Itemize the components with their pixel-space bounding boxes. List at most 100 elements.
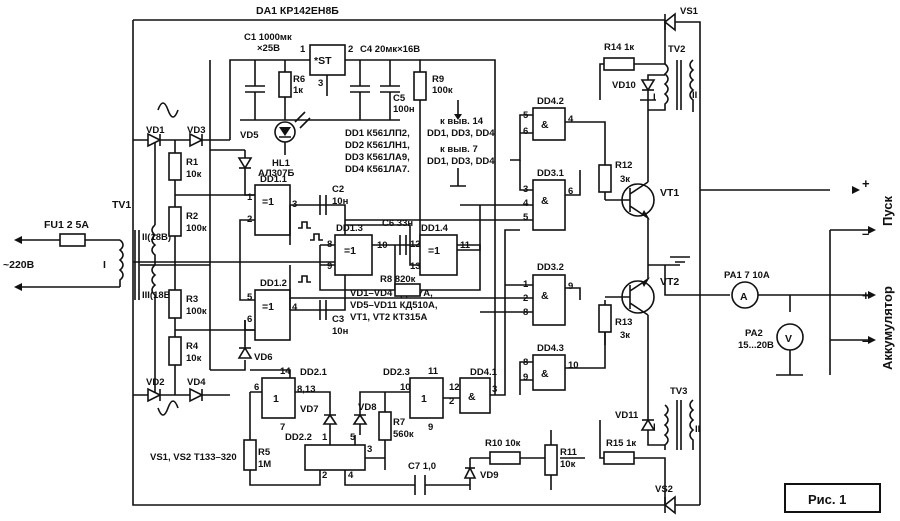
svg-text:10: 10: [400, 382, 411, 393]
vd11-label: VD11: [615, 410, 639, 421]
svg-text:13: 13: [410, 261, 421, 272]
pa2-label: PA2: [745, 328, 763, 339]
notes: DD1 К561ЛП2, DD2 К561ЛН1, DD3 К561ЛА9, D…: [150, 100, 495, 463]
dd31-label: DD3.1: [537, 168, 565, 179]
pulse-dd11: [298, 221, 311, 229]
power-supply: *ST 1 2 3 DA1 КР142ЕН8Б C1 1000мк ×25В R…: [209, 5, 496, 395]
vd5-label: VD5: [240, 130, 259, 141]
r7-label: R7: [393, 417, 405, 428]
dd12-gate: [254, 289, 291, 341]
vd1-label: VD1: [146, 125, 165, 136]
vd7-label: VD7: [300, 404, 318, 415]
da1-pin2: 2: [348, 44, 353, 55]
r4-label: R4: [186, 341, 199, 352]
da1-pin3: 3: [318, 78, 323, 89]
dd42-gate: [532, 107, 566, 141]
c3-value: 10н: [332, 326, 349, 337]
r2-label: R2: [186, 211, 198, 222]
r12-value: 3к: [620, 174, 630, 185]
c4-label: C4 20мк×16В: [360, 44, 420, 55]
tv1-winding-ii: II(18В): [142, 232, 171, 243]
vs2-thyristor: [663, 495, 676, 515]
vd10-label: VD10: [612, 80, 636, 91]
vd3-label: VD3: [187, 125, 205, 136]
pulse-dd12: [298, 275, 311, 283]
r6-value: 1к: [293, 85, 303, 96]
note-vt: VT1, VT2 КТ315А: [350, 312, 427, 323]
dd12-func: =1: [262, 301, 274, 313]
svg-text:2: 2: [322, 470, 327, 481]
dd42-func: &: [541, 119, 549, 131]
hl1-label: HL1: [272, 158, 291, 169]
waveform-bottom: [157, 400, 179, 416]
dd1-xor-group: DD1.1 =1 123 C2 10н DD1.2 =1 564 C3 10н: [239, 174, 349, 341]
vs1-thyristor: [663, 12, 676, 32]
pa1-label: PA1 7 10А: [724, 270, 770, 281]
akkum-label: Аккумулятор: [880, 286, 895, 370]
svg-text:9: 9: [327, 261, 332, 272]
note-vd5-vd11: VD5–VD11 КД510А,: [350, 300, 438, 311]
dd21-gate: [261, 377, 296, 419]
r6-label: R6: [293, 74, 305, 85]
vd2-label: VD2: [146, 377, 164, 388]
svg-text:4: 4: [292, 302, 298, 313]
svg-text:5: 5: [523, 212, 529, 223]
fu1-label: FU1 2 5А: [44, 219, 89, 231]
c3-label: C3: [332, 314, 344, 325]
svg-text:9: 9: [568, 281, 573, 292]
vs1-label: VS1: [680, 6, 699, 17]
voltmeter-pa2: [776, 323, 804, 351]
waveform-top: [157, 102, 179, 118]
mains-voltage-label: ~220В: [3, 259, 35, 271]
note-dd2: DD2 К561ЛН1,: [345, 140, 410, 151]
da1-st: *ST: [314, 55, 332, 67]
dd41-func: &: [468, 391, 476, 403]
transformer-tv1: TV1 I II(18В) III(18В): [103, 140, 210, 395]
svg-text:6: 6: [568, 186, 573, 197]
dd11-func: =1: [262, 196, 274, 208]
tv1-winding-i: I: [103, 259, 106, 271]
svg-text:2: 2: [449, 396, 454, 407]
ammeter-symbol: A: [740, 291, 748, 303]
dd14-label: DD1.4: [421, 223, 449, 234]
dd14-gate: [419, 234, 458, 276]
pusk-minus: –: [862, 226, 869, 241]
dd42-label: DD4.2: [537, 96, 564, 107]
vd10-symbol: [640, 79, 656, 92]
r12-label: R12: [615, 160, 632, 171]
voltmeter-symbol: V: [785, 333, 792, 345]
note-pin7-chips: DD1, DD3, DD4: [427, 156, 495, 167]
c1-label: C1 1000мк: [244, 32, 292, 43]
svg-text:9: 9: [523, 372, 528, 383]
r1-value: 10к: [186, 169, 202, 180]
note-dd3: DD3 К561ЛА9,: [345, 152, 410, 163]
vd3-symbol: [189, 132, 204, 148]
r5-label: R5: [258, 447, 271, 458]
svg-text:4: 4: [523, 198, 529, 209]
tv2-winding-i: I: [653, 92, 656, 103]
c6-label: C6 33н: [382, 218, 413, 229]
dd22-label: DD2.2: [285, 432, 312, 443]
vs2-label: VS2: [655, 484, 673, 495]
tv1-winding-iii: III(18В): [142, 290, 174, 301]
r3-value: 100к: [186, 306, 207, 317]
svg-text:8,13: 8,13: [297, 384, 316, 395]
dd21-func: 1: [273, 393, 279, 405]
vd9-symbol: [463, 466, 477, 479]
rectifier-bridge: VD1 VD3 VD2 VD4: [133, 102, 230, 416]
svg-text:11: 11: [428, 366, 439, 377]
vd8-label: VD8: [358, 402, 376, 413]
svg-text:5: 5: [247, 292, 253, 303]
r7-value: 560к: [393, 429, 414, 440]
svg-text:1: 1: [322, 432, 328, 443]
c1-rating: ×25В: [257, 43, 280, 54]
svg-text:6: 6: [523, 126, 528, 137]
svg-text:7: 7: [280, 422, 285, 433]
akkum-minus: –: [862, 333, 869, 348]
dd43-label: DD4.3: [537, 343, 564, 354]
vd4-label: VD4: [187, 377, 206, 388]
fuse-fu1: [59, 233, 86, 247]
vd4-symbol: [189, 387, 204, 403]
